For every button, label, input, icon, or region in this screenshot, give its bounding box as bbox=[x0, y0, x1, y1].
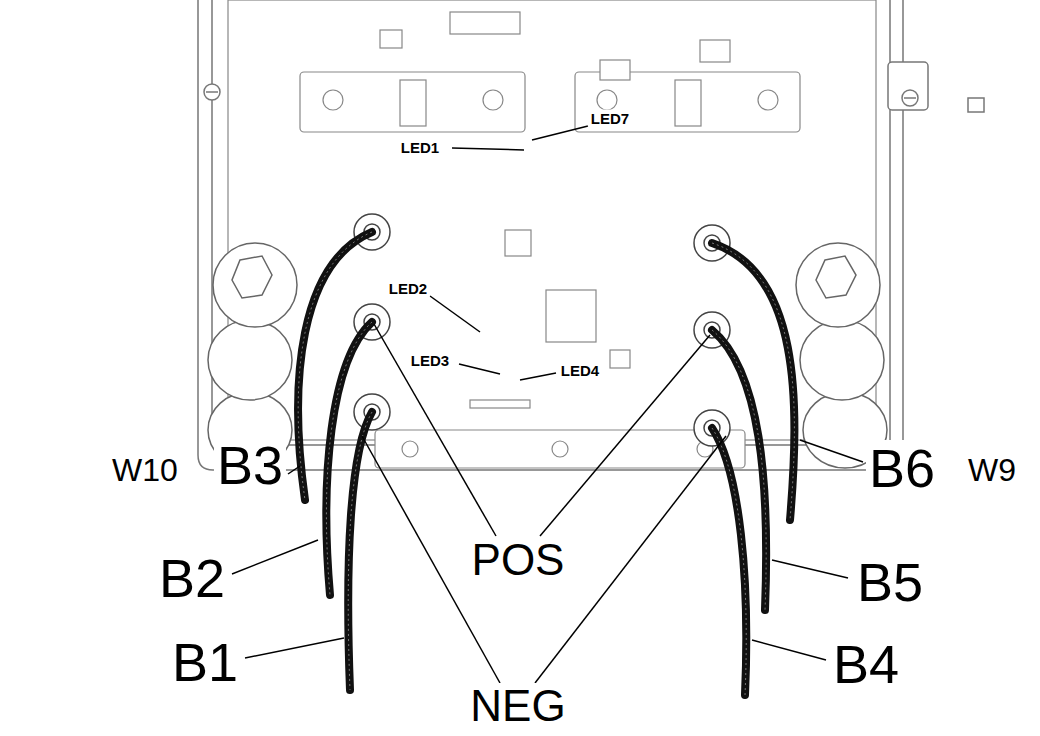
module-tab bbox=[675, 80, 701, 126]
capacitor-vent bbox=[816, 256, 856, 298]
terminal-posts bbox=[354, 214, 730, 446]
cable bbox=[712, 243, 794, 520]
cable-texture bbox=[298, 232, 372, 500]
leader-line bbox=[532, 126, 588, 140]
pcb bbox=[228, 0, 876, 440]
module-screw bbox=[597, 90, 617, 110]
power-module bbox=[300, 72, 525, 132]
chip bbox=[600, 60, 630, 80]
module-screw bbox=[323, 90, 343, 110]
polarity-label: NEG bbox=[467, 683, 568, 729]
screw-slot bbox=[206, 91, 218, 93]
header-connector bbox=[450, 12, 520, 34]
leader-line bbox=[459, 364, 500, 374]
leader-line bbox=[520, 373, 556, 380]
cable-texture bbox=[712, 428, 746, 695]
screw bbox=[204, 84, 220, 100]
cable-texture bbox=[712, 330, 766, 610]
capacitor bbox=[796, 243, 880, 327]
cable-name: B4 bbox=[830, 636, 902, 692]
inductor bbox=[546, 290, 596, 342]
wire-number: W10 bbox=[109, 453, 181, 487]
leader-line bbox=[772, 560, 848, 578]
bottom-connector bbox=[375, 430, 745, 468]
cable bbox=[348, 412, 372, 690]
led-label: LED7 bbox=[588, 110, 632, 127]
chip bbox=[610, 350, 630, 368]
cable-name: B2 bbox=[156, 550, 228, 606]
cable-texture bbox=[326, 322, 372, 595]
cable-texture bbox=[348, 412, 372, 690]
module-tab bbox=[400, 80, 426, 126]
leader-line bbox=[800, 440, 863, 462]
screw bbox=[902, 90, 918, 106]
polarity-label: POS bbox=[469, 537, 568, 583]
connector-screw bbox=[552, 441, 568, 457]
chip bbox=[700, 40, 730, 62]
cable-name: B5 bbox=[854, 554, 926, 610]
leader-line bbox=[232, 540, 318, 574]
led-label: LED2 bbox=[386, 280, 430, 297]
leader-line bbox=[540, 335, 710, 536]
wire-number: W9 bbox=[965, 453, 1019, 487]
leader-line bbox=[452, 148, 524, 150]
cable-name: B6 bbox=[866, 440, 938, 496]
leader-line bbox=[430, 296, 480, 332]
connector-screw bbox=[402, 441, 418, 457]
capacitor bbox=[800, 320, 884, 400]
leader-line bbox=[752, 640, 826, 660]
capacitor bbox=[208, 320, 292, 400]
led-label: LED4 bbox=[558, 362, 602, 379]
connector-clip bbox=[968, 98, 984, 112]
mounting-tab bbox=[888, 62, 928, 110]
cable bbox=[712, 428, 746, 695]
power-module bbox=[575, 72, 800, 132]
cables bbox=[298, 232, 794, 695]
screw-slot bbox=[904, 97, 916, 99]
leader-line bbox=[374, 324, 496, 536]
cable bbox=[712, 330, 766, 610]
chip bbox=[380, 30, 402, 48]
module-screw bbox=[483, 90, 503, 110]
cable-texture bbox=[298, 232, 794, 695]
cable-texture bbox=[712, 243, 794, 520]
housing bbox=[198, 0, 984, 470]
led-label: LED3 bbox=[408, 352, 452, 369]
module-screw bbox=[758, 90, 778, 110]
cable-name: B1 bbox=[169, 634, 241, 690]
capacitor bbox=[213, 243, 297, 327]
cable-name: B3 bbox=[214, 437, 286, 493]
leader-line bbox=[288, 466, 300, 474]
led-label: LED1 bbox=[398, 139, 442, 156]
capacitor-vent bbox=[232, 256, 272, 298]
chip bbox=[505, 230, 531, 256]
circuit-board bbox=[228, 0, 876, 468]
chip bbox=[470, 400, 530, 408]
leader-line bbox=[245, 638, 344, 658]
leader-lines bbox=[232, 126, 863, 683]
